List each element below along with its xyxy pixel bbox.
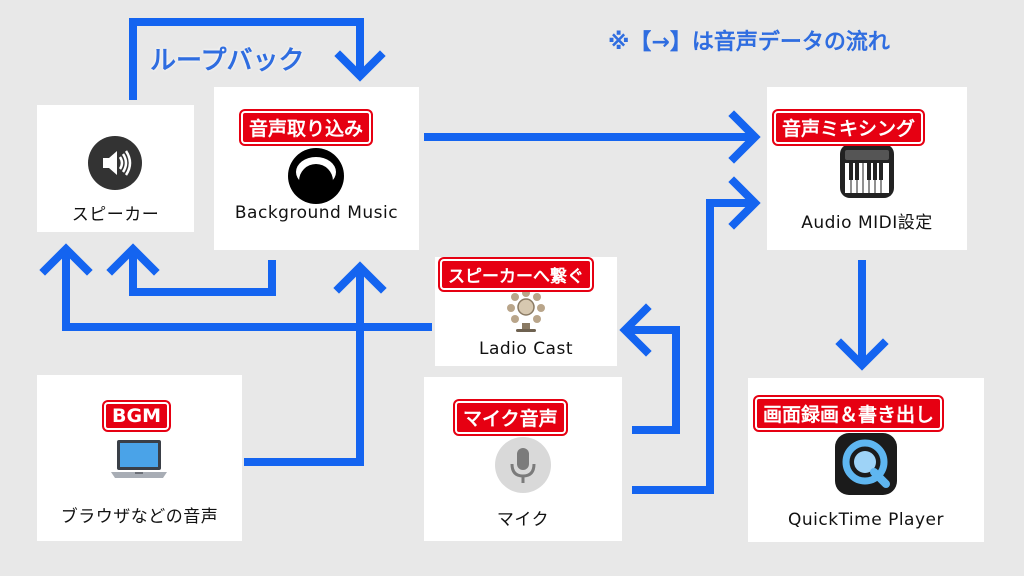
flow-note: ※【→】は音声データの流れ	[608, 30, 890, 55]
ladiocast-icon	[507, 289, 545, 332]
mic-to-midi-arrow-head	[728, 176, 761, 230]
loopback-arrow	[129, 18, 364, 100]
capture-tag: 音声取り込み	[241, 111, 372, 144]
speaker-label: スピーカー	[71, 205, 160, 225]
quicktime-icon	[835, 433, 897, 495]
background-music-label: Background Music	[234, 203, 399, 223]
ladiocast-to-speaker-arrow	[62, 250, 432, 331]
loopback-arrow-head	[334, 50, 386, 82]
bgm-to-speaker-arrow-head	[106, 243, 160, 276]
mic-label: マイク	[496, 510, 550, 530]
browser-audio-label: ブラウザなどの音声	[60, 507, 219, 527]
mic-to-midi-arrow	[632, 199, 754, 494]
background-music-icon	[288, 148, 344, 204]
mic-to-ladiocast-arrow-head	[619, 303, 652, 357]
ladiocast-label: Ladio Cast	[478, 339, 574, 359]
midi-to-quicktime-arrow-head	[835, 338, 889, 371]
piano-keyboard-icon	[840, 144, 894, 198]
mic-to-ladiocast-arrow	[626, 326, 680, 434]
speaker-node: スピーカー	[37, 105, 194, 232]
record-export-tag: 画面録画＆書き出し	[755, 397, 943, 430]
browser-audio-node: ブラウザなどの音声	[37, 375, 242, 541]
ladiocast-to-speaker-arrow-head	[39, 243, 93, 276]
bgm-tag: BGM	[104, 402, 169, 430]
bgm-to-midi-arrow-head	[728, 110, 761, 164]
mic-audio-tag: マイク音声	[455, 401, 566, 434]
loopback-label: ループバック	[150, 46, 305, 76]
bgm-to-speaker-arrow	[129, 250, 276, 296]
connect-speaker-tag: スピーカーへ繋ぐ	[440, 259, 592, 290]
mixing-tag: 音声ミキシング	[774, 111, 924, 144]
quicktime-label: QuickTime Player	[788, 510, 944, 530]
speaker-icon	[88, 136, 142, 190]
browser-to-bgm-arrow	[244, 268, 364, 466]
laptop-icon	[111, 440, 167, 478]
audio-midi-label: Audio MIDI設定	[801, 213, 933, 233]
browser-to-bgm-arrow-head	[333, 261, 387, 294]
microphone-icon	[495, 437, 551, 493]
